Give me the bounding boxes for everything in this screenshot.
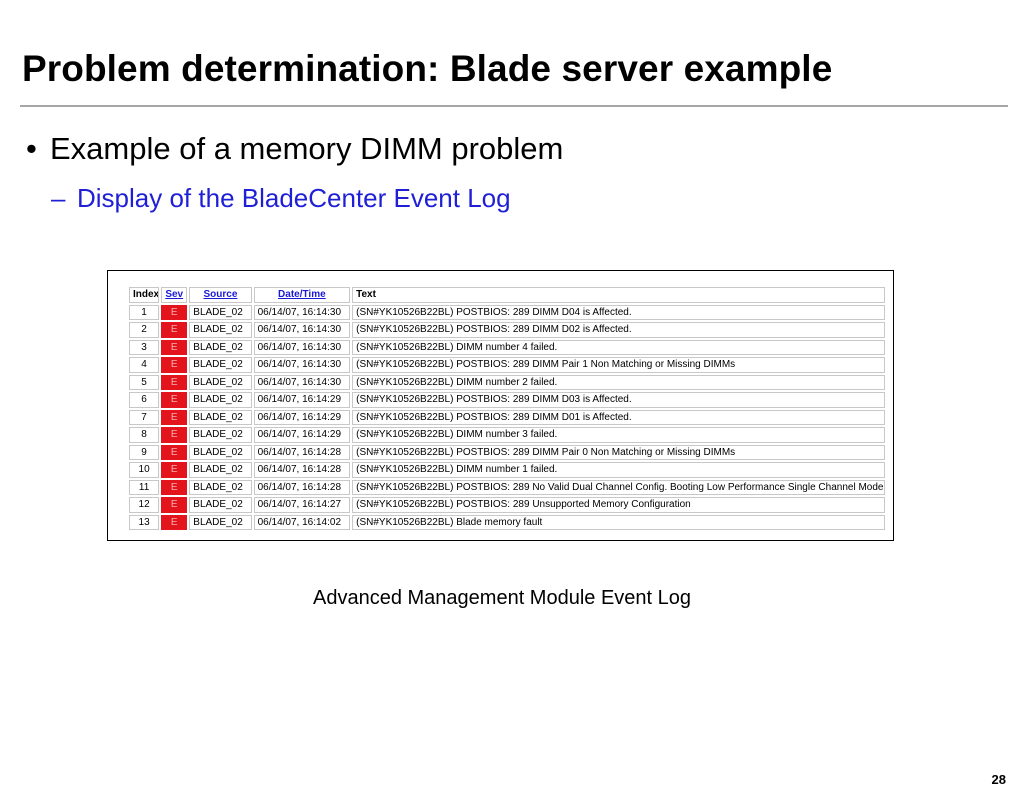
- cell-severity: E: [161, 479, 188, 495]
- cell-text: (SN#YK10526B22BL) POSTBIOS: 289 Unsuppor…: [352, 497, 885, 513]
- figure-caption: Advanced Management Module Event Log: [313, 587, 692, 609]
- cell-severity: E: [161, 444, 188, 460]
- cell-text: (SN#YK10526B22BL) POSTBIOS: 289 DIMM Pai…: [352, 444, 885, 460]
- column-header-sev-link[interactable]: Sev: [161, 287, 188, 303]
- column-header-source-link[interactable]: Source: [189, 287, 252, 303]
- page-number: 28: [991, 772, 1006, 787]
- cell-index: 8: [129, 427, 160, 443]
- cell-source: BLADE_02: [189, 497, 252, 513]
- cell-severity: E: [161, 462, 188, 478]
- cell-datetime: 06/14/07, 16:14:30: [253, 357, 351, 373]
- cell-datetime: 06/14/07, 16:14:28: [253, 479, 351, 495]
- cell-datetime: 06/14/07, 16:14:29: [253, 427, 351, 443]
- cell-index: 9: [129, 444, 160, 460]
- cell-text: (SN#YK10526B22BL) POSTBIOS: 289 DIMM D04…: [352, 304, 885, 320]
- column-header-datetime-link[interactable]: Date/Time: [253, 287, 351, 303]
- cell-index: 6: [129, 392, 160, 408]
- cell-source: BLADE_02: [189, 339, 252, 355]
- cell-severity: E: [161, 427, 188, 443]
- cell-index: 4: [129, 357, 160, 373]
- cell-severity: E: [161, 304, 188, 320]
- column-header-text: Text: [352, 287, 885, 303]
- cell-source: BLADE_02: [189, 304, 252, 320]
- sub-bullet-text: Display of the BladeCenter Event Log: [77, 183, 511, 213]
- cell-text: (SN#YK10526B22BL) POSTBIOS: 289 No Valid…: [352, 479, 885, 495]
- cell-index: 2: [129, 322, 160, 338]
- cell-severity: E: [161, 392, 188, 408]
- event-log-header-row: Index Sev Source Date/Time Text: [129, 287, 885, 303]
- cell-datetime: 06/14/07, 16:14:29: [253, 409, 351, 425]
- cell-index: 11: [129, 479, 160, 495]
- cell-source: BLADE_02: [189, 409, 252, 425]
- cell-severity: E: [161, 374, 188, 390]
- cell-source: BLADE_02: [189, 462, 252, 478]
- cell-source: BLADE_02: [189, 392, 252, 408]
- sub-bullet-item: –Display of the BladeCenter Event Log: [51, 183, 511, 214]
- cell-text: (SN#YK10526B22BL) DIMM number 1 failed.: [352, 462, 885, 478]
- bullet-item: • Example of a memory DIMM problem: [26, 131, 563, 167]
- column-header-index: Index: [129, 287, 160, 303]
- cell-index: 5: [129, 374, 160, 390]
- slide-title: Problem determination: Blade server exam…: [22, 48, 833, 89]
- cell-index: 10: [129, 462, 160, 478]
- cell-datetime: 06/14/07, 16:14:28: [253, 444, 351, 460]
- cell-source: BLADE_02: [189, 427, 252, 443]
- bullet-text: Example of a memory DIMM problem: [50, 131, 564, 166]
- cell-index: 1: [129, 304, 160, 320]
- sub-bullet-marker: –: [51, 183, 66, 213]
- cell-severity: E: [161, 514, 188, 530]
- cell-datetime: 06/14/07, 16:14:30: [253, 304, 351, 320]
- cell-text: (SN#YK10526B22BL) DIMM number 2 failed.: [352, 374, 885, 390]
- cell-index: 12: [129, 497, 160, 513]
- cell-datetime: 06/14/07, 16:14:30: [253, 339, 351, 355]
- cell-datetime: 06/14/07, 16:14:30: [253, 374, 351, 390]
- cell-text: (SN#YK10526B22BL) POSTBIOS: 289 DIMM D01…: [352, 409, 885, 425]
- cell-datetime: 06/14/07, 16:14:27: [253, 497, 351, 513]
- cell-source: BLADE_02: [189, 444, 252, 460]
- cell-severity: E: [161, 409, 188, 425]
- cell-index: 3: [129, 339, 160, 355]
- cell-severity: E: [161, 322, 188, 338]
- cell-text: (SN#YK10526B22BL) POSTBIOS: 289 DIMM D03…: [352, 392, 885, 408]
- title-divider: [20, 105, 1008, 107]
- cell-index: 7: [129, 409, 160, 425]
- cell-text: (SN#YK10526B22BL) DIMM number 3 failed.: [352, 427, 885, 443]
- bullet-marker: •: [26, 131, 37, 166]
- cell-text: (SN#YK10526B22BL) DIMM number 4 failed.: [352, 339, 885, 355]
- cell-text: (SN#YK10526B22BL) POSTBIOS: 289 DIMM D02…: [352, 322, 885, 338]
- cell-severity: E: [161, 339, 188, 355]
- cell-text: (SN#YK10526B22BL) POSTBIOS: 289 DIMM Pai…: [352, 357, 885, 373]
- cell-datetime: 06/14/07, 16:14:28: [253, 462, 351, 478]
- cell-datetime: 06/14/07, 16:14:02: [253, 514, 351, 530]
- cell-index: 13: [129, 514, 160, 530]
- cell-source: BLADE_02: [189, 514, 252, 530]
- cell-source: BLADE_02: [189, 479, 252, 495]
- cell-text: (SN#YK10526B22BL) Blade memory fault: [352, 514, 885, 530]
- cell-source: BLADE_02: [189, 322, 252, 338]
- cell-datetime: 06/14/07, 16:14:30: [253, 322, 351, 338]
- cell-datetime: 06/14/07, 16:14:29: [253, 392, 351, 408]
- cell-source: BLADE_02: [189, 374, 252, 390]
- cell-severity: E: [161, 357, 188, 373]
- cell-severity: E: [161, 497, 188, 513]
- cell-source: BLADE_02: [189, 357, 252, 373]
